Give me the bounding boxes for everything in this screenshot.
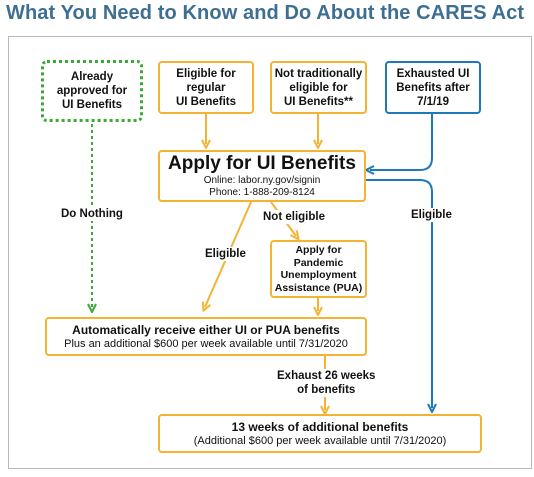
label-exhaust-26-weeks: Exhaust 26 weeks of benefits <box>275 369 378 397</box>
label-eligible-left: Eligible <box>203 247 248 261</box>
box-line: UI Benefits <box>175 95 237 108</box>
arrow-exhausted-to-apply <box>370 114 433 170</box>
box-line: Apply for <box>295 244 342 256</box>
box-line: Not traditionally <box>274 67 363 80</box>
box-apply-ui-benefits: Apply for UI Benefits Online: labor.ny.g… <box>158 150 366 202</box>
box-line: approved for <box>56 85 128 97</box>
label-line: of benefits <box>297 384 356 396</box>
box-exhausted-ui: Exhausted UI Benefits after 7/1/19 <box>385 61 481 114</box>
label-do-nothing: Do Nothing <box>59 207 125 221</box>
page-title: What You Need to Know and Do About the C… <box>6 2 525 24</box>
label-not-eligible: Not eligible <box>261 210 327 224</box>
arrow-apply-to-13weeks <box>366 179 432 408</box>
label-eligible-right: Eligible <box>409 208 454 222</box>
auto-heading: Automatically receive either UI or PUA b… <box>72 322 340 337</box>
apply-phone: Phone: 1-888-209-8124 <box>209 187 315 198</box>
weeks-heading: 13 weeks of additional benefits <box>231 419 409 434</box>
box-line: Benefits after <box>396 81 470 94</box>
apply-online: Online: labor.ny.gov/signin <box>203 175 321 186</box>
box-auto-receive: Automatically receive either UI or PUA b… <box>45 317 367 356</box>
box-line: UI Benefits** <box>283 95 354 108</box>
weeks-sub: (Additional $600 per week available unti… <box>193 434 447 447</box>
box-line: Pandemic <box>293 256 344 269</box>
box-line: Already <box>70 71 114 83</box>
box-line: Exhausted UI <box>396 67 470 80</box>
box-already-approved: Already approved for UI Benefits <box>41 60 143 122</box>
box-line: regular <box>186 81 226 94</box>
box-line: Assistance (PUA) <box>274 281 363 294</box>
box-line: eligible for <box>289 81 348 94</box>
label-line: Exhaust 26 weeks <box>277 370 376 382</box>
box-line: 7/1/19 <box>417 95 449 108</box>
box-line: Eligible for <box>176 67 236 80</box>
apply-heading: Apply for UI Benefits <box>168 153 356 174</box>
box-line: Unemployment <box>280 269 357 281</box>
box-not-traditionally-eligible: Not traditionally eligible for UI Benefi… <box>270 61 367 114</box>
auto-sub: Plus an additional $600 per week availab… <box>64 337 348 350</box>
box-13-weeks: 13 weeks of additional benefits (Additio… <box>158 414 482 453</box>
box-apply-pua: Apply for Pandemic Unemployment Assistan… <box>270 240 367 298</box>
box-eligible-regular: Eligible for regular UI Benefits <box>158 61 254 114</box>
box-line: UI Benefits <box>61 99 123 111</box>
